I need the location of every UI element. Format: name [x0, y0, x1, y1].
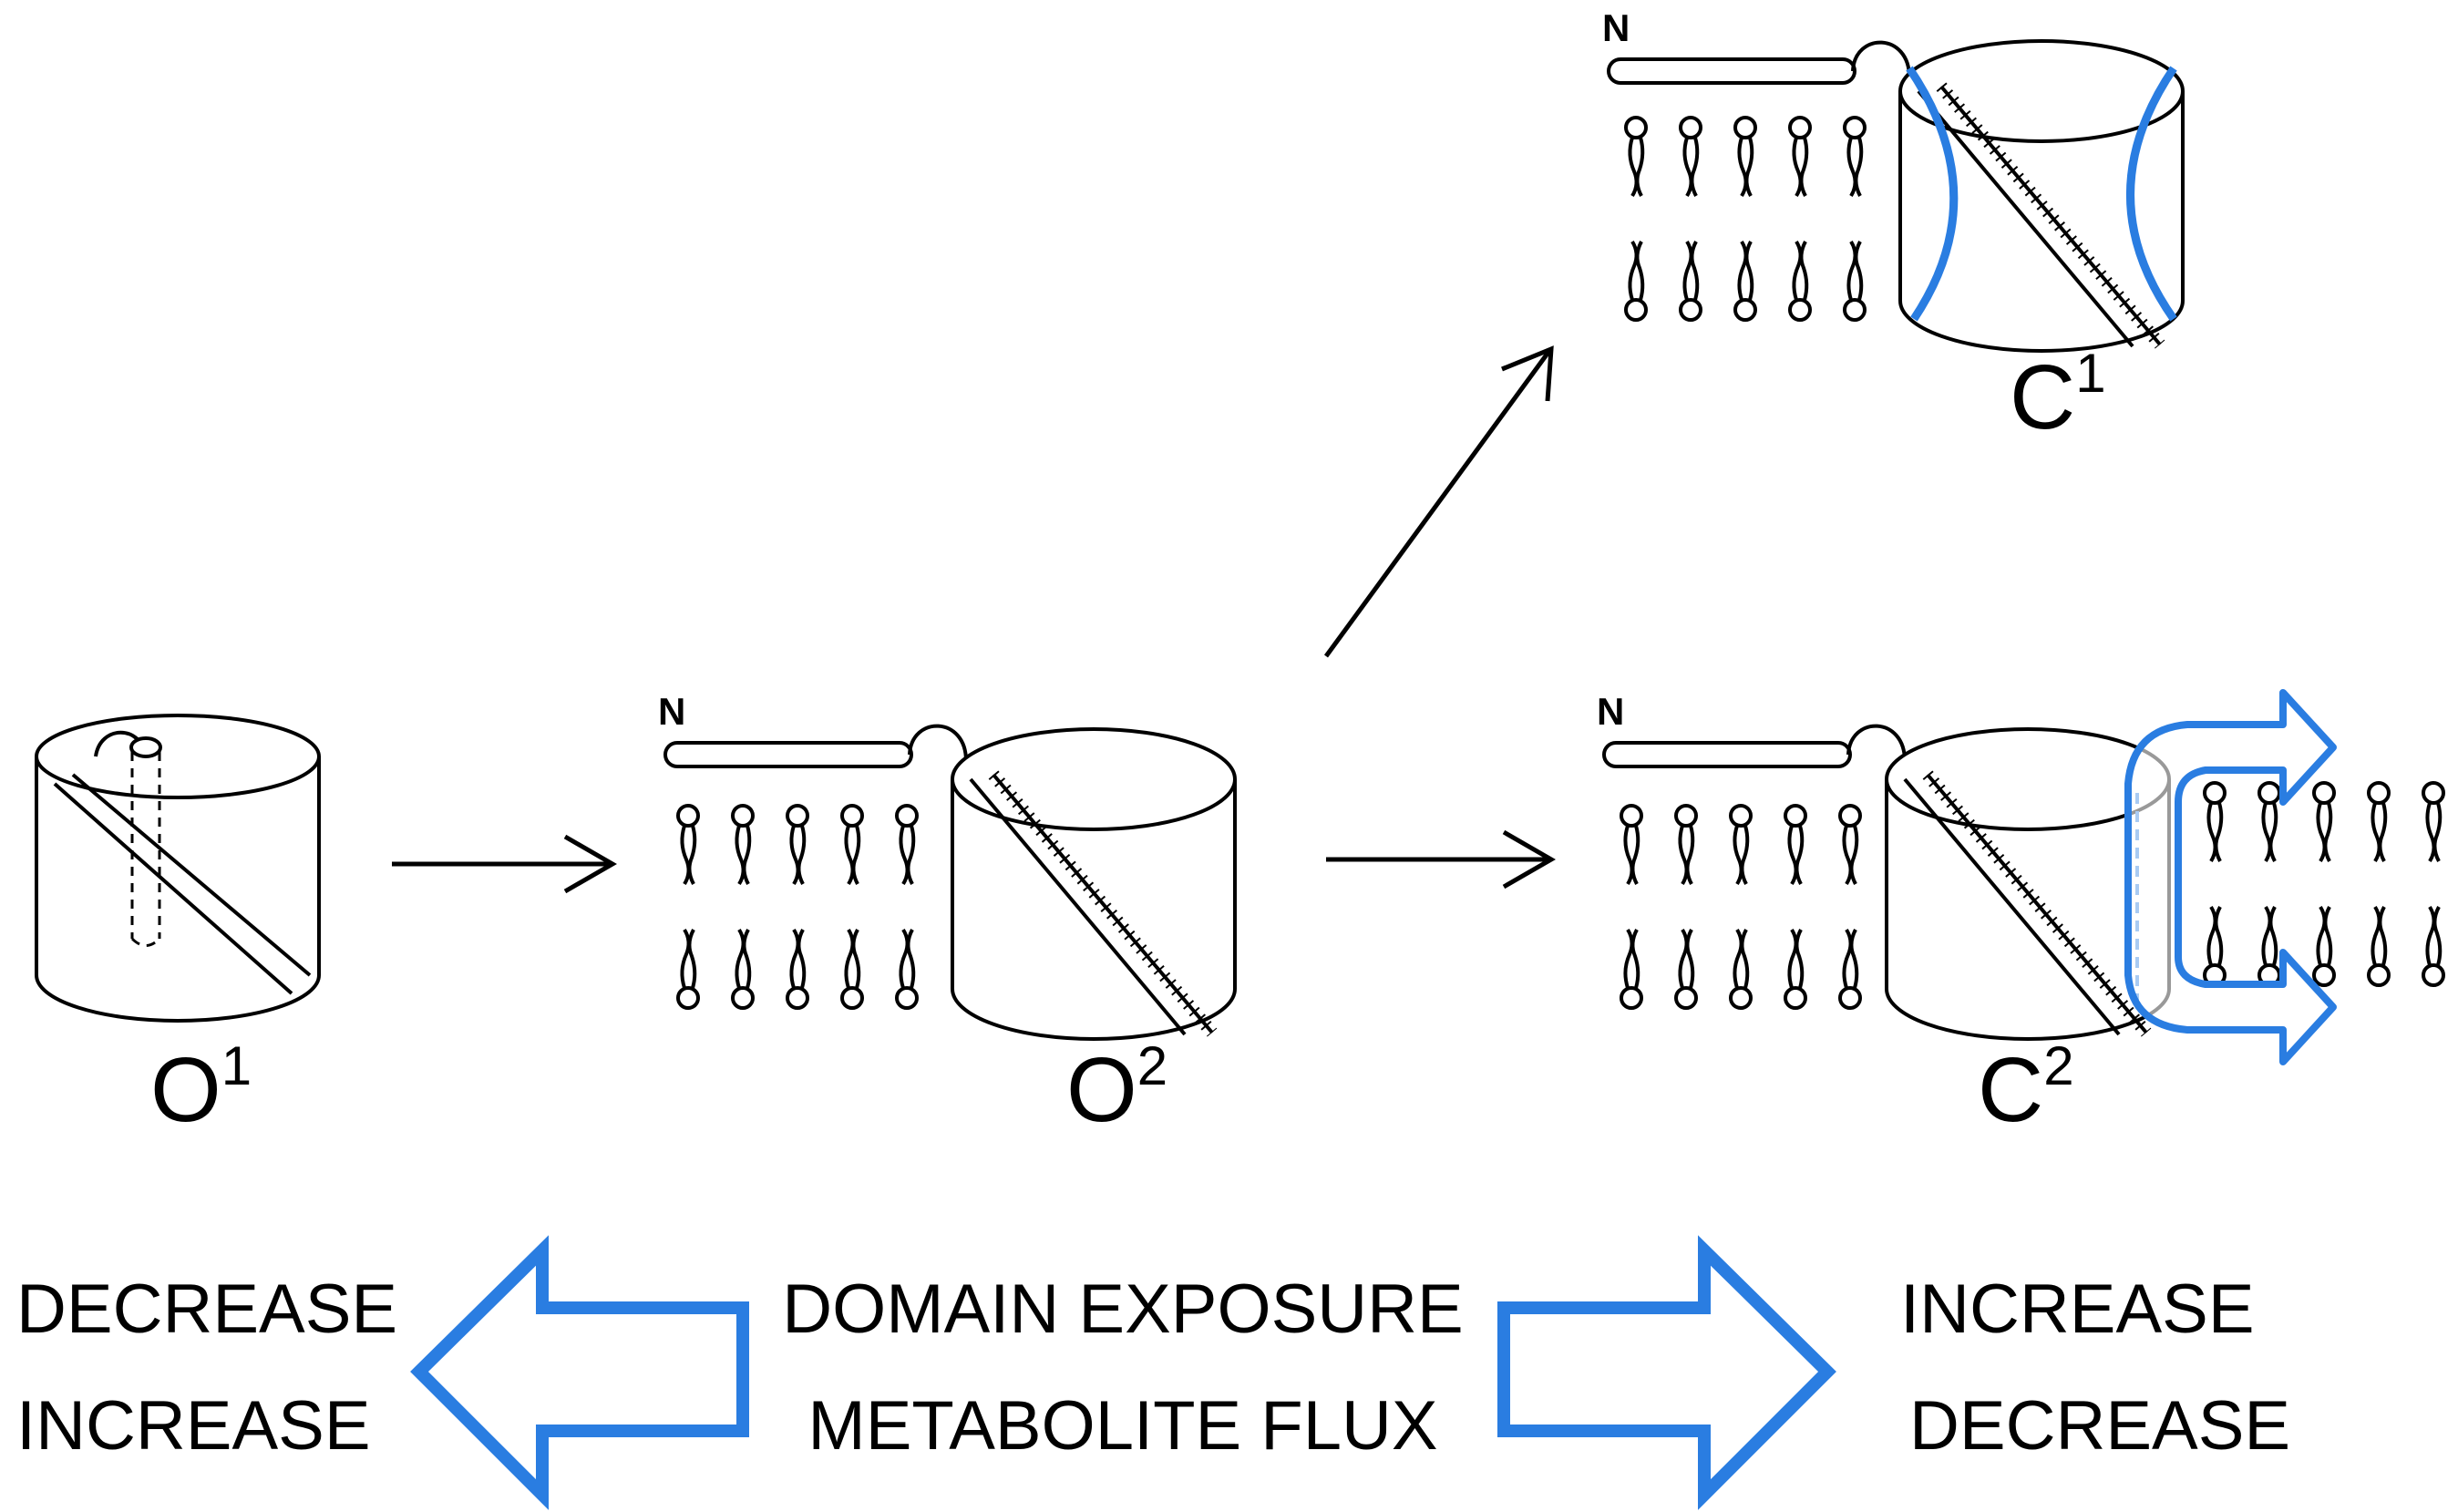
o2-label: O2: [1066, 1035, 1167, 1141]
c1-constriction-right: [2126, 66, 2177, 322]
c1-label: C1: [2010, 343, 2106, 448]
left-block-arrow: [410, 1235, 749, 1510]
center-line2: METABOLITE FLUX: [807, 1387, 1437, 1465]
arrow-o2-c1: [1323, 345, 1554, 658]
c2-flux-arrow: [2124, 689, 2337, 1065]
right-effect-line2: DECREASE: [1909, 1387, 2290, 1465]
o2-assembly: N: [658, 690, 1235, 1039]
arrow-o2-c2: [1326, 829, 1557, 890]
c1-constriction-left: [1906, 66, 1959, 322]
right-effect-line1: INCREASE: [1900, 1270, 2255, 1348]
c2-n-terminus: N: [1597, 690, 1624, 733]
c1-n-terminus: N: [1602, 6, 1630, 49]
left-effect-line2: INCREASE: [16, 1387, 371, 1465]
arrow-o1-o2: [392, 834, 618, 894]
c2-assembly: N: [1597, 689, 2443, 1065]
right-block-arrow: [1497, 1235, 1836, 1510]
center-line1: DOMAIN EXPOSURE: [782, 1270, 1463, 1348]
o1-barrel: [35, 714, 321, 1023]
c2-label: C2: [1978, 1035, 2074, 1141]
c1-assembly: N: [1602, 6, 2183, 351]
o1-label: O1: [150, 1035, 252, 1141]
o2-n-terminus: N: [658, 690, 685, 733]
left-effect-line1: DECREASE: [16, 1270, 397, 1348]
